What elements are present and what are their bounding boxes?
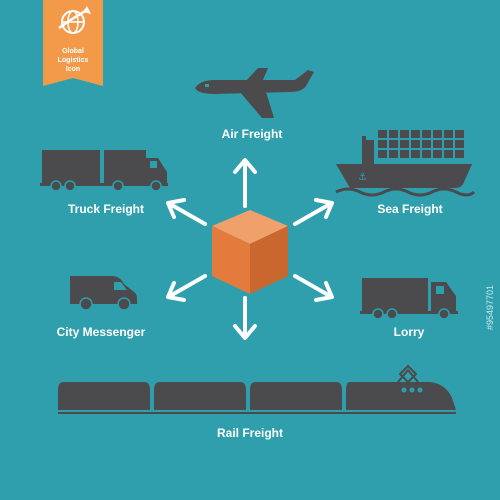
badge-line-3: Icon: [65, 66, 81, 73]
arrow-down-icon: [233, 296, 257, 340]
train-icon: [58, 364, 456, 414]
arrow-upper-right-icon: [293, 198, 334, 226]
badge-line-1: Global: [62, 48, 84, 55]
airplane-icon: [195, 68, 314, 118]
label-sea-freight: Sea Freight: [377, 202, 443, 216]
svg-text:⚓: ⚓: [358, 172, 367, 183]
cube-icon: [212, 210, 288, 294]
van-icon: [70, 276, 137, 311]
ship-icon: ⚓: [335, 130, 476, 197]
badge: [43, 0, 103, 86]
stock-id: #95497701: [485, 284, 495, 330]
arrow-upper-left-icon: [166, 198, 207, 226]
lorry-icon: [360, 278, 458, 320]
arrow-lower-right-icon: [293, 274, 334, 302]
label-lorry: Lorry: [393, 325, 425, 339]
badge-caption: Global Logistics Icon: [43, 47, 103, 74]
arrow-up-icon: [233, 158, 257, 208]
label-city-messenger: City Messenger: [56, 325, 146, 339]
label-truck-freight: Truck Freight: [67, 202, 144, 216]
arrows: [166, 158, 334, 340]
badge-line-2: Logistics: [57, 57, 89, 64]
label-rail-freight: Rail Freight: [216, 426, 283, 440]
label-air-freight: Air Freight: [221, 127, 283, 141]
globe-arrow-icon: [58, 6, 91, 34]
truck-icon: [40, 150, 168, 192]
arrow-lower-left-icon: [166, 274, 207, 302]
